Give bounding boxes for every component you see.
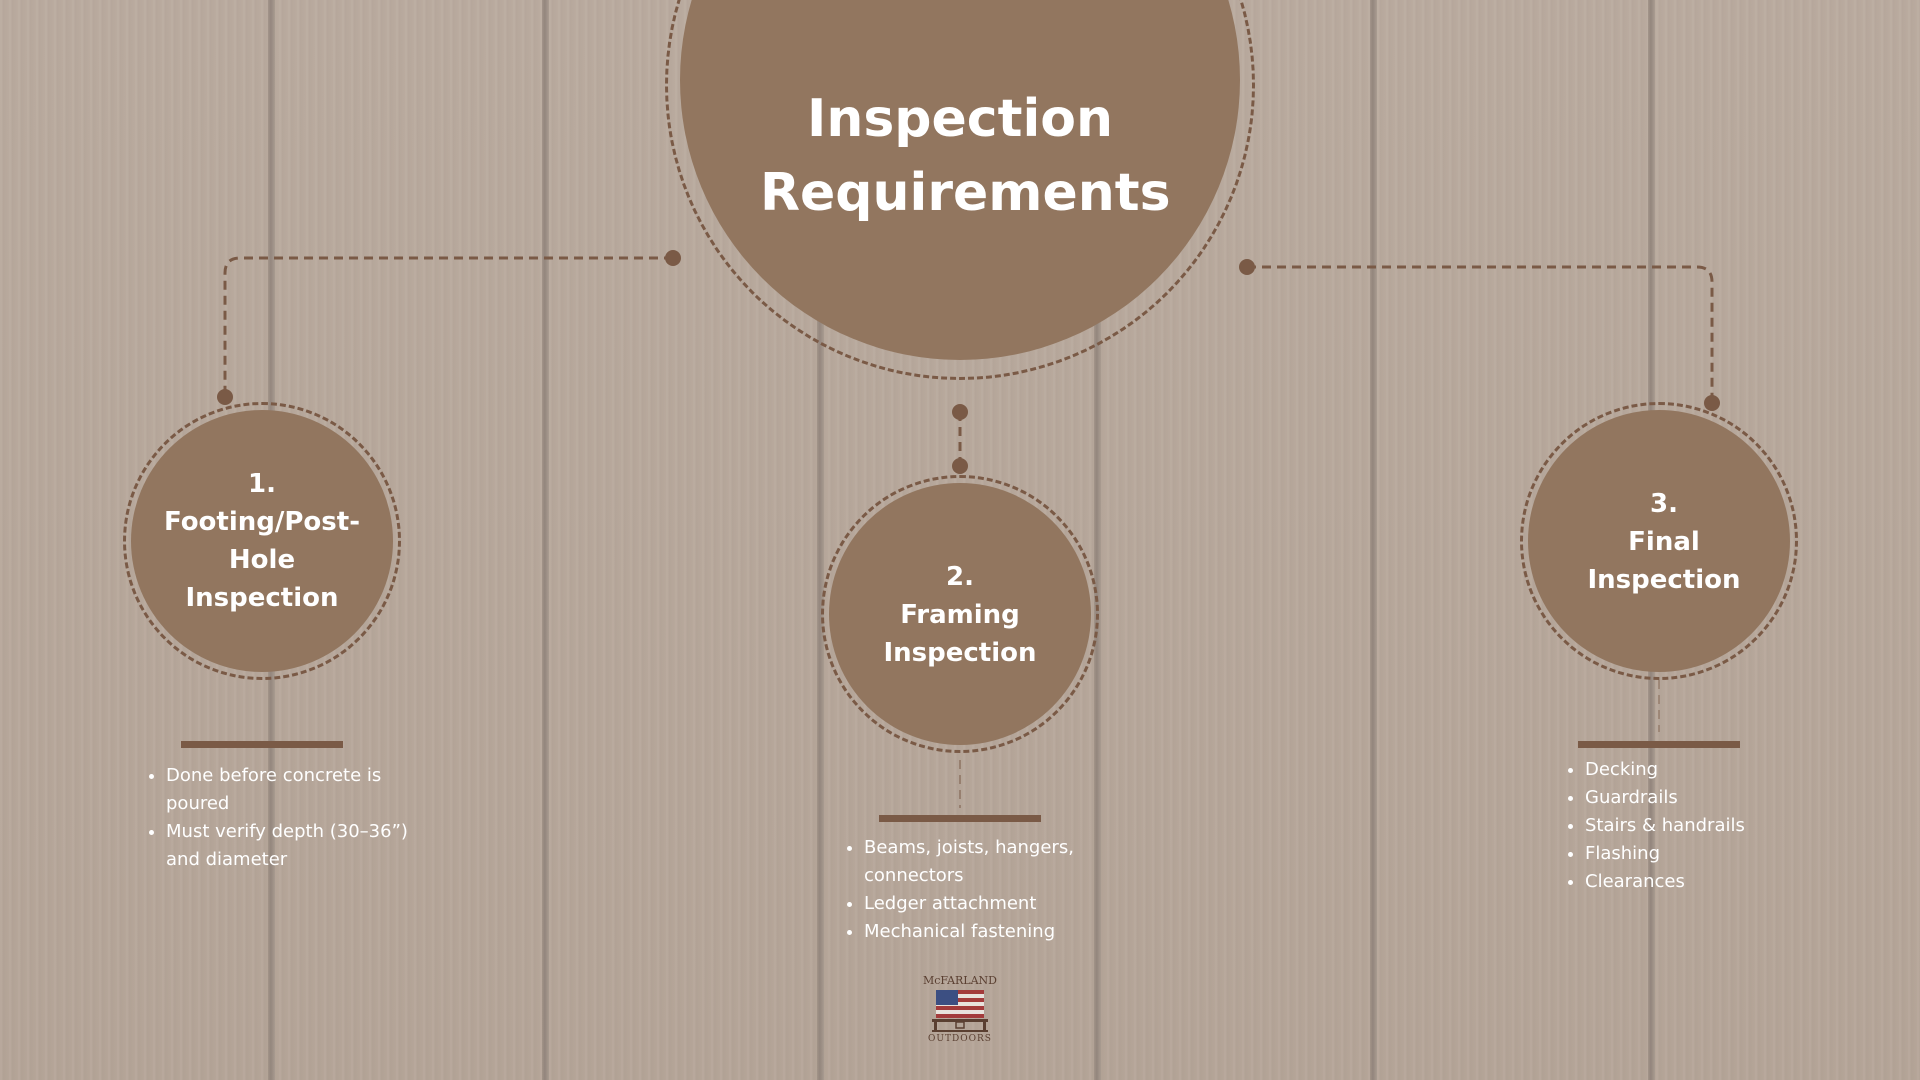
- node-2-divider: [879, 815, 1041, 822]
- page-title: Inspection Requirements: [760, 82, 1171, 230]
- node-2-label-line: Framing: [900, 600, 1020, 630]
- plank-line: [817, 0, 824, 1080]
- node-1-bullet-list: Done before concrete is poured Must veri…: [144, 762, 416, 874]
- connector-dot: [665, 250, 681, 266]
- bullet-item: Clearances: [1585, 868, 1835, 896]
- connector-dot: [1239, 259, 1255, 275]
- logo-bottom-text: OUTDOORS: [928, 1034, 992, 1044]
- node-2-bullet-list: Beams, joists, hangers, connectors Ledge…: [842, 834, 1134, 946]
- node-3-divider: [1578, 741, 1740, 748]
- plank-line: [1370, 0, 1377, 1080]
- node-3-label-line: Inspection: [1587, 565, 1741, 595]
- node-1-label-line: Inspection: [185, 583, 339, 613]
- bullet-item: Decking: [1585, 756, 1835, 784]
- bullet-item: Beams, joists, hangers, connectors: [864, 834, 1134, 890]
- node-1-label-line: 1.: [248, 469, 276, 499]
- connector-dot: [1704, 395, 1720, 411]
- node-1-label: 1. Footing/Post- Hole Inspection: [142, 465, 382, 617]
- node-3-circle: [1528, 410, 1790, 672]
- american-flag-deck-icon: [932, 990, 988, 1032]
- node-2-label-line: Inspection: [883, 638, 1037, 668]
- bullet-item: Ledger attachment: [864, 890, 1134, 918]
- node-3-bullet-list: Decking Guardrails Stairs & handrails Fl…: [1563, 756, 1835, 896]
- bullet-item: Done before concrete is poured: [166, 762, 416, 818]
- node-1-circle: [131, 410, 393, 672]
- connector-right: [1247, 265, 1714, 403]
- title-line-1: Inspection: [806, 89, 1114, 149]
- brand-logo: McFARLAND OUTDOORS: [922, 974, 998, 1044]
- title-line-2: Requirements: [760, 163, 1171, 223]
- node-2-circle: [829, 483, 1091, 745]
- plank-line: [542, 0, 549, 1080]
- node-3-label-line: 3.: [1650, 489, 1678, 519]
- logo-top-text: McFARLAND: [922, 974, 998, 987]
- node-1-divider: [181, 741, 343, 748]
- connector-dot: [952, 458, 968, 474]
- node-1-label-line: Hole: [228, 545, 296, 575]
- bullet-item: Mechanical fastening: [864, 918, 1134, 946]
- node-3-label: 3. Final Inspection: [1544, 485, 1784, 599]
- node-2-label: 2. Framing Inspection: [840, 558, 1080, 672]
- bullet-item: Flashing: [1585, 840, 1835, 868]
- bullet-item: Guardrails: [1585, 784, 1835, 812]
- connector-dot: [217, 389, 233, 405]
- node-1-ring: [123, 402, 401, 680]
- connector-left: [223, 256, 673, 397]
- node-2-label-line: 2.: [946, 562, 974, 592]
- bullet-item: Stairs & handrails: [1585, 812, 1835, 840]
- node-3-ring: [1520, 402, 1798, 680]
- node-3-label-line: Final: [1628, 527, 1700, 557]
- plank-line: [1094, 0, 1101, 1080]
- node-1-label-line: Footing/Post-: [163, 507, 360, 537]
- connector-dot: [952, 404, 968, 420]
- node-2-ring: [821, 475, 1099, 753]
- bullet-item: Must verify depth (30–36”) and diameter: [166, 818, 416, 874]
